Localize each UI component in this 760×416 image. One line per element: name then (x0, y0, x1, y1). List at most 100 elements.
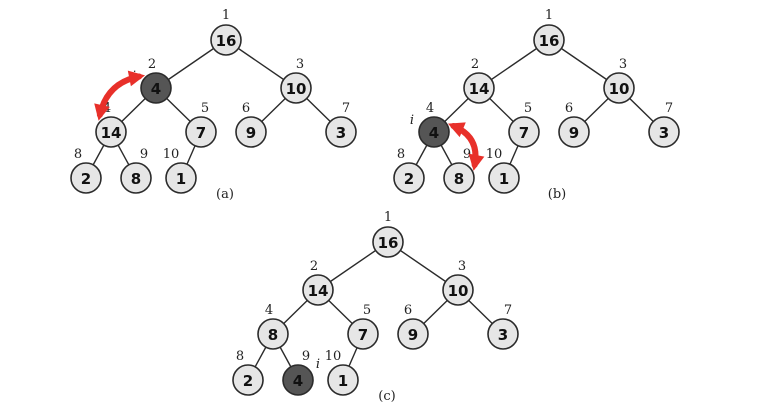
node-circle (508, 116, 540, 148)
node-circle (372, 226, 404, 258)
heap-node: 37 (487, 303, 519, 350)
heap-node: 37 (325, 101, 357, 148)
node-value: 9 (569, 124, 579, 142)
node-circle (235, 116, 267, 148)
node-index-label: 6 (242, 101, 250, 116)
heap-node: 75 (508, 101, 540, 148)
node-index-label: 10 (486, 147, 503, 162)
node-value: 3 (336, 124, 346, 142)
node-index-label: 6 (565, 101, 573, 116)
heap-diagram-1: 16142i1031447596372889110(a) (70, 8, 357, 202)
node-index-label: 10 (163, 147, 180, 162)
node-index-label: 1 (384, 210, 392, 225)
node-circle (442, 274, 474, 306)
node-index-label: 10 (325, 349, 342, 364)
node-index-label: 7 (665, 101, 673, 116)
node-index-label: 2 (471, 57, 479, 72)
node-index-label: 8 (74, 147, 82, 162)
marker-i-label: i (316, 357, 320, 372)
node-value: 3 (659, 124, 669, 142)
node-circle (120, 162, 152, 194)
diagram-caption: (c) (378, 389, 395, 404)
swap-arrowhead (127, 70, 146, 87)
heap-node: 44i (410, 101, 450, 148)
node-circle (325, 116, 357, 148)
heap-node: 4 9i (282, 349, 320, 396)
node-circle (463, 72, 495, 104)
node-value: 9 (246, 124, 256, 142)
node-index-label: 8 (397, 147, 405, 162)
node-circle (210, 24, 242, 56)
node-value: 9 (408, 326, 418, 344)
heap-node: 16 1 (372, 210, 404, 258)
node-index-label: 5 (524, 101, 532, 116)
node-circle (397, 318, 429, 350)
node-value: 2 (243, 372, 253, 390)
heap-node: 75 (185, 101, 217, 148)
heap-node: 16 1 (210, 8, 242, 56)
node-value: 16 (216, 32, 237, 50)
node-circle (95, 116, 127, 148)
heap-node: 103 (603, 57, 635, 104)
heap-node: 10 3 (280, 57, 312, 104)
heap-node: 142 (463, 57, 495, 104)
node-value: 10 (448, 282, 469, 300)
highlighted-node-circle (418, 116, 450, 148)
node-circle (648, 116, 680, 148)
node-index-label: 7 (504, 303, 512, 318)
node-index-label: 9 (140, 147, 148, 162)
node-value: 14 (308, 282, 329, 300)
node-value: 7 (358, 326, 368, 344)
node-index-label: 2 (310, 259, 318, 274)
node-value: 8 (268, 326, 278, 344)
node-value: 8 (454, 170, 464, 188)
heap-node: 28 (232, 349, 264, 396)
node-circle (232, 364, 264, 396)
heap-node: 84 (257, 303, 289, 350)
node-value: 2 (81, 170, 91, 188)
node-index-label: 9 (302, 349, 310, 364)
heap-node: 96 (397, 303, 429, 350)
node-value: 4 (293, 372, 303, 390)
diagram-caption: (b) (548, 187, 566, 202)
swap-arrowhead (468, 153, 485, 171)
heap-node: 28 (393, 147, 425, 194)
heap-node: 110 (325, 349, 359, 396)
node-value: 7 (196, 124, 206, 142)
heap-node: 161 (533, 8, 565, 56)
node-value: 4 (429, 124, 439, 142)
node-index-label: 3 (619, 57, 627, 72)
node-value: 1 (499, 170, 509, 188)
heap-node: 103 (442, 259, 474, 306)
node-circle (603, 72, 635, 104)
node-circle (443, 162, 475, 194)
node-index-label: 1 (545, 8, 553, 23)
heap-node: 14 2 (302, 259, 334, 306)
highlighted-node-circle (282, 364, 314, 396)
heap-node: 96 (235, 101, 267, 148)
heap-node: 42i (132, 57, 172, 104)
node-index-label: 4 (426, 101, 434, 116)
node-circle (533, 24, 565, 56)
node-circle (185, 116, 217, 148)
swap-arrowhead (447, 122, 466, 138)
node-value: 3 (498, 326, 508, 344)
heap-node: 28 (70, 147, 102, 194)
node-circle (302, 274, 334, 306)
node-index-label: 3 (296, 57, 304, 72)
node-value: 10 (286, 80, 307, 98)
node-value: 16 (378, 234, 399, 252)
node-circle (280, 72, 312, 104)
node-index-label: 7 (342, 101, 350, 116)
node-index-label: 1 (222, 8, 230, 23)
node-value: 7 (519, 124, 529, 142)
node-index-label: 6 (404, 303, 412, 318)
heap-node: 96 (558, 101, 590, 148)
node-value: 14 (101, 124, 122, 142)
node-circle (327, 364, 359, 396)
node-value: 1 (176, 170, 186, 188)
node-circle (257, 318, 289, 350)
node-circle (558, 116, 590, 148)
node-circle (347, 318, 379, 350)
